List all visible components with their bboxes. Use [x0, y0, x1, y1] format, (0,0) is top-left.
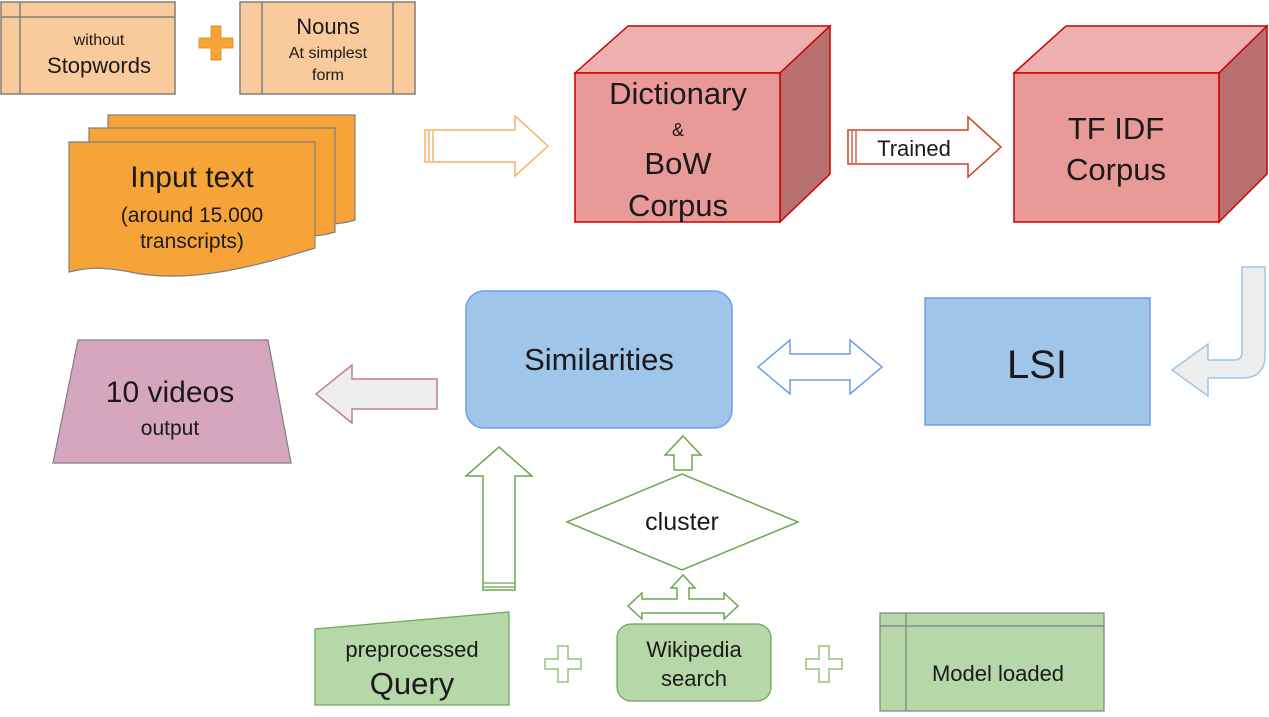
- plus-icon: [805, 645, 843, 683]
- wikipedia-line2: search: [661, 666, 727, 691]
- query-line2: Query: [370, 666, 455, 701]
- arrow-similarities-lsi: [756, 338, 884, 396]
- similarities-box: Similarities: [465, 290, 733, 429]
- nouns-line2: At simplest: [289, 45, 368, 62]
- query-box: preprocessed Query: [314, 611, 510, 706]
- trained-label: Trained: [877, 136, 951, 161]
- stopwords-box: without Stopwords: [0, 1, 176, 95]
- arrow-tfidf-to-lsi: [1170, 266, 1266, 398]
- tfidf-cube: TF IDF Corpus: [1012, 24, 1269, 224]
- cluster-label: cluster: [645, 508, 719, 536]
- stopwords-line1: without: [73, 32, 125, 49]
- plus-icon: [544, 645, 582, 683]
- model-label: Model loaded: [932, 661, 1064, 686]
- dictionary-line2: &: [672, 120, 684, 140]
- nouns-line1: Nouns: [296, 14, 360, 39]
- trained-arrow: Trained: [847, 115, 1003, 179]
- query-line1: preprocessed: [345, 637, 478, 662]
- model-box: Model loaded: [879, 612, 1105, 712]
- plus-icon: [198, 25, 234, 61]
- output-line2: output: [141, 417, 200, 440]
- arrow-similarities-to-output: [314, 363, 438, 425]
- input-line2: (around 15.000: [121, 204, 263, 227]
- arrow-cluster-to-similarities: [663, 434, 703, 471]
- output-line1: 10 videos: [106, 376, 234, 409]
- dictionary-line3: BoW: [644, 146, 712, 181]
- cluster-diamond: cluster: [565, 473, 800, 571]
- wikipedia-box: Wikipedia search: [616, 623, 772, 702]
- dictionary-line1: Dictionary: [609, 76, 747, 111]
- arrow-wikipedia-to-cluster: [626, 573, 740, 621]
- similarities-label: Similarities: [524, 342, 674, 377]
- nouns-line3: form: [312, 67, 344, 84]
- dictionary-cube: Dictionary & BoW Corpus: [573, 24, 832, 224]
- stopwords-line2: Stopwords: [47, 53, 151, 78]
- lsi-box: LSI: [924, 297, 1151, 426]
- wikipedia-line1: Wikipedia: [646, 637, 742, 662]
- arrow-query-to-similarities: [464, 446, 534, 591]
- lsi-label: LSI: [1007, 343, 1067, 387]
- arrow-input-to-dictionary: [424, 114, 550, 178]
- nouns-box: Nouns At simplest form: [239, 1, 416, 95]
- input-documents: Input text (around 15.000 transcripts): [68, 114, 356, 277]
- input-line3: transcripts): [140, 230, 244, 253]
- tfidf-line2: Corpus: [1066, 152, 1166, 187]
- tfidf-line1: TF IDF: [1068, 111, 1164, 146]
- output-box: 10 videos output: [52, 339, 292, 464]
- dictionary-line4: Corpus: [628, 188, 728, 223]
- input-line1: Input text: [130, 161, 254, 194]
